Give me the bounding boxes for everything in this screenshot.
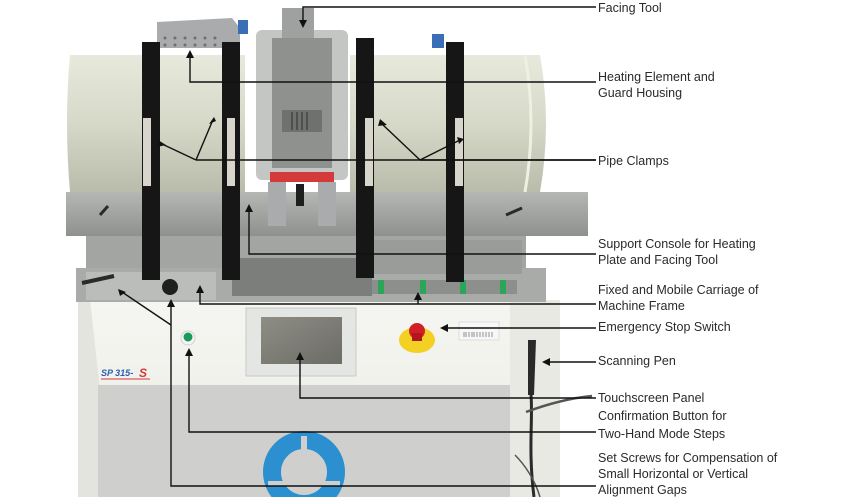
touchscreen-panel (245, 307, 357, 377)
emergency-stop-switch (399, 323, 435, 353)
label-confirmation-button: Confirmation Button for Two-Hand Mode St… (598, 407, 727, 443)
label-line: Set Screws for Compensation of (598, 451, 778, 465)
label-line: Scanning Pen (598, 354, 676, 368)
brand-logo (263, 431, 345, 497)
label-emergency-stop: Emergency Stop Switch (598, 319, 731, 335)
model-badge: SP 315- S (101, 366, 150, 380)
label-line: Heating Element and (598, 70, 715, 84)
confirmation-button (180, 330, 196, 346)
label-line: Facing Tool (598, 1, 662, 15)
label-line: Touchscreen Panel (598, 391, 705, 405)
label-carriage: Fixed and Mobile Carriage of Machine Fra… (598, 282, 759, 314)
label-line: Alignment Gaps (598, 483, 687, 497)
label-set-screws: Set Screws for Compensation of Small Hor… (598, 450, 777, 498)
scanning-pen (514, 340, 593, 497)
label-line: Support Console for Heating (598, 237, 756, 251)
svg-text:SP 315-: SP 315- (101, 368, 133, 378)
label-heating-element: Heating Element and Guard Housing (598, 69, 715, 101)
pipe-clamps (142, 38, 464, 282)
leader-lines (121, 6, 596, 487)
label-line: Two-Hand Mode Steps (598, 427, 726, 441)
label-pipe-clamps: Pipe Clamps (598, 153, 669, 169)
svg-text:S: S (139, 366, 147, 380)
label-line: Plate and Facing Tool (598, 253, 718, 267)
barcode-label (458, 321, 500, 341)
arrowheads (118, 20, 550, 366)
label-line: Fixed and Mobile Carriage of (598, 283, 759, 297)
label-scanning-pen: Scanning Pen (598, 353, 676, 369)
label-touchscreen: Touchscreen Panel (598, 390, 704, 406)
label-line: Emergency Stop Switch (598, 320, 731, 334)
label-line: Machine Frame (598, 299, 685, 313)
label-line: Guard Housing (598, 86, 683, 100)
label-line: Pipe Clamps (598, 154, 669, 168)
facing-tool-assembly (256, 8, 348, 226)
label-support-console: Support Console for Heating Plate and Fa… (598, 236, 756, 268)
label-line: Small Horizontal or Vertical (598, 467, 749, 481)
label-line: Confirmation Button for (598, 409, 727, 423)
heating-element-housing (157, 18, 444, 48)
label-facing-tool: Facing Tool (598, 0, 662, 16)
